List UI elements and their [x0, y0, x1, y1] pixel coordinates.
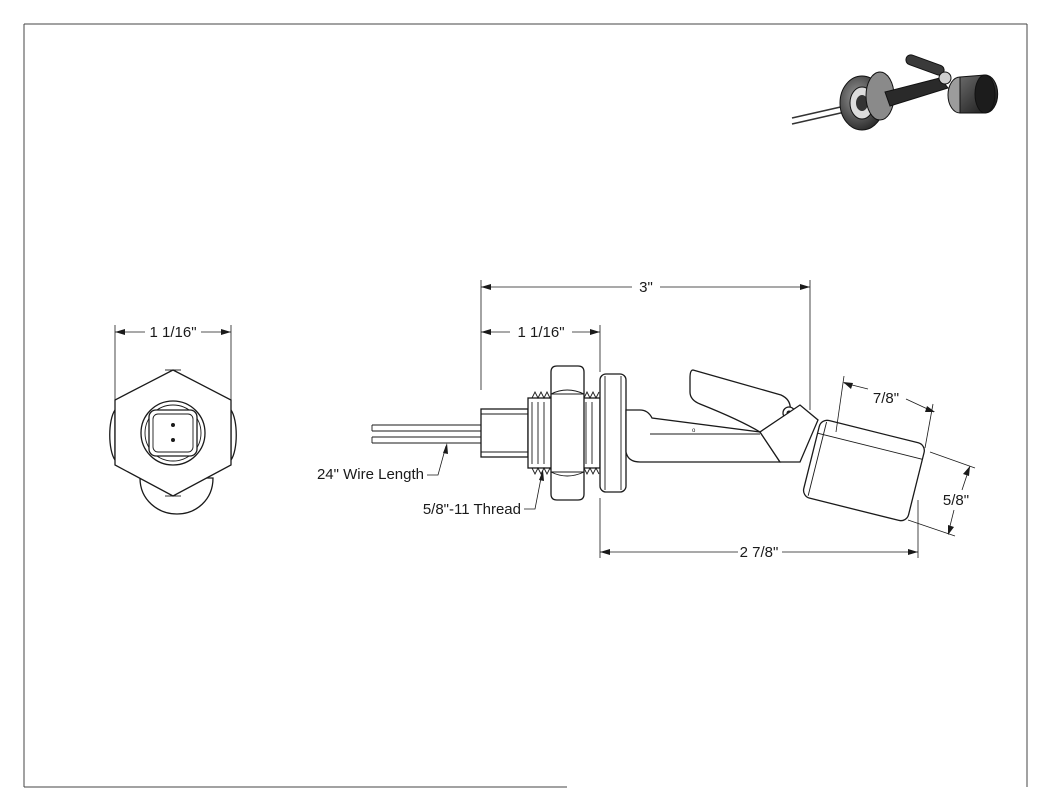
dim-label-float-length: 7/8" [873, 390, 899, 407]
dim-float-length: 7/8" [835, 375, 935, 449]
side-view: o [371, 365, 925, 522]
dim-label-body-length: 1 1/16" [517, 324, 564, 341]
callout-label-thread: 5/8"-11 Thread [423, 501, 521, 518]
callout-thread: 5/8"-11 Thread [423, 470, 544, 518]
svg-text:o: o [692, 428, 696, 434]
dim-body-length: 1 1/16" [481, 324, 601, 372]
isometric-view [791, 54, 999, 131]
dim-overall-length: 3" [480, 279, 811, 410]
end-view [109, 369, 237, 515]
dim-top-view-width: 1 1/16" [114, 324, 232, 400]
dim-label-top-width: 1 1/16" [149, 324, 196, 341]
callout-wire-length: 24" Wire Length [317, 443, 448, 483]
dim-stem-length: 2 7/8" [599, 498, 919, 561]
sheet-frame [23, 23, 1028, 788]
dim-label-overall-length: 3" [639, 279, 653, 296]
thread-lines [531, 390, 600, 476]
dim-label-float-diameter: 5/8" [943, 492, 969, 509]
dim-label-stem-length: 2 7/8" [740, 544, 779, 561]
dim-float-diameter: 5/8" [907, 451, 976, 537]
callout-label-wire-length: 24" Wire Length [317, 466, 424, 483]
